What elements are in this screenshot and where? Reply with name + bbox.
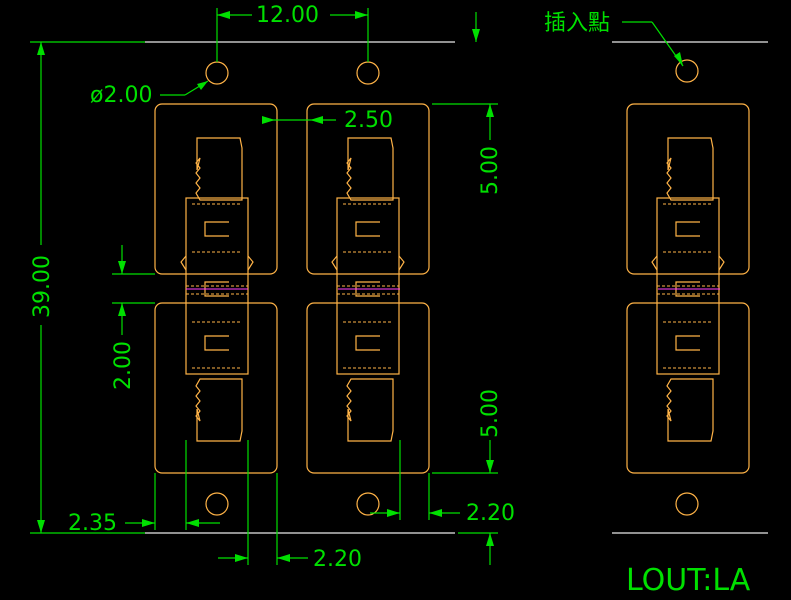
terminal-window-lower-1 (204, 335, 209, 351)
reference-lines (145, 41, 768, 534)
dimension-edge-right-value: 2.20 (466, 501, 515, 526)
dimension-total-height-value: 39.00 (30, 255, 55, 318)
terminal-notch-right-2 (398, 255, 405, 271)
dimension-height-upper-value: 5.00 (478, 146, 503, 195)
dimension-edge-left: 2.35 (68, 440, 220, 536)
dimension-offset-value: 2.50 (344, 108, 393, 133)
terminal-tine-3-lower (666, 378, 714, 442)
terminal-window-lower-3 (675, 335, 680, 351)
terminal-tine-2-upper (346, 137, 394, 201)
terminal-notch-left-3 (651, 255, 658, 271)
dimension-top-tick (472, 12, 480, 42)
terminal-parts (180, 137, 725, 442)
dimension-total-height: 39.00 (30, 41, 145, 534)
dimension-edge-bottom-value: 2.20 (313, 547, 362, 572)
insertion-point-label: 插入點 (544, 11, 610, 36)
terminal-tine-3-upper (666, 137, 714, 201)
dimension-edge-left-value: 2.35 (68, 511, 117, 536)
terminal-notch-right-1 (247, 255, 254, 271)
dimension-gap: 2.00 (111, 245, 155, 390)
terminal-window-upper-1 (204, 221, 209, 237)
terminal-tine-1-upper (195, 137, 243, 201)
terminal-window-upper-2 (355, 221, 360, 237)
dimension-height-lower-value: 5.00 (478, 389, 503, 438)
terminal-tine-2-lower (346, 378, 394, 442)
terminal-notch-left-1 (180, 255, 187, 271)
dimension-bottom-tick (458, 532, 498, 565)
terminal-window-lower-2 (355, 335, 360, 351)
terminal-tine-1-lower (195, 378, 243, 442)
dimension-edge-bottom: 2.20 (218, 440, 362, 572)
dimension-pitch: 12.00 (216, 3, 369, 62)
dimension-height-upper: 5.00 (432, 103, 503, 195)
dimension-edge-right: 2.20 (370, 440, 515, 526)
pilot-holes (205, 59, 699, 516)
frame-windows (154, 103, 750, 474)
terminal-notch-right-3 (718, 255, 725, 271)
insertion-point-callout: 插入點 (544, 11, 684, 67)
dimension-gap-value: 2.00 (111, 341, 136, 390)
layout-label: LOUT:LA (626, 563, 751, 598)
dimension-hole-value: ø2.00 (90, 83, 152, 108)
dimension-pitch-value: 12.00 (256, 3, 319, 28)
dimension-offset: 2.50 (262, 108, 393, 133)
terminal-window-upper-3 (675, 221, 680, 237)
dimension-height-lower: 5.00 (432, 389, 503, 474)
terminal-notch-left-2 (331, 255, 338, 271)
dimension-hole: ø2.00 (90, 80, 209, 108)
